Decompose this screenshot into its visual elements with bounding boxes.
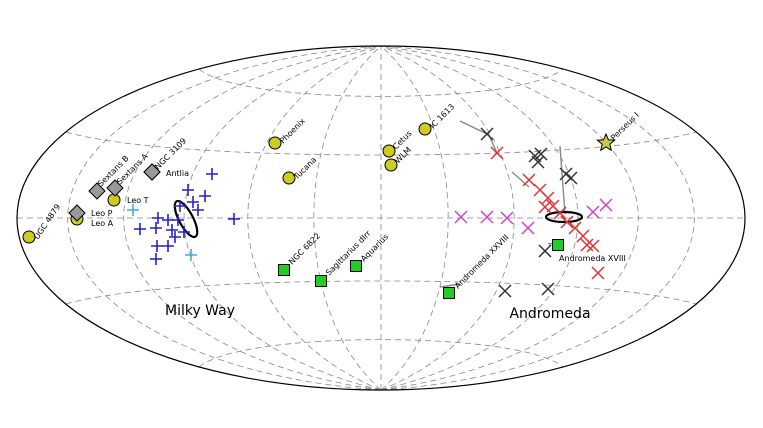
data-point-cross [586,239,600,253]
galaxy-ellipses [173,199,584,239]
data-point-circle [384,158,398,172]
data-point-circle [418,122,432,136]
point-label: NGC 6822 [287,231,322,266]
data-point-plus [127,204,139,216]
data-point-square [552,239,564,251]
milky-way-ellipse [173,199,199,239]
data-point-circle [107,193,121,207]
grid-parallel [198,68,564,97]
data-point-plus [134,223,146,235]
data-point-cross [559,167,573,181]
data-point-plus [172,214,184,226]
point-label: UGC 4879 [32,202,62,241]
data-point-cross [541,191,555,205]
data-point-plus [162,240,174,252]
data-point-diamond [88,182,106,200]
point-label: Leo T [127,196,149,205]
data-point-cross [500,211,514,225]
data-point-plus [228,213,240,225]
grid-meridian [123,45,382,391]
grid-meridian [67,45,382,391]
data-point-square [443,287,455,299]
data-point-plus [187,196,199,208]
point-label: Phoenix [278,116,307,145]
data-point-cross [534,147,548,161]
data-point-plus [166,224,178,236]
data-point-plus [152,212,164,224]
andromeda-label: Andromeda [509,306,590,322]
data-point-cross [541,282,555,296]
data-point-cross [454,210,468,224]
data-marks [22,122,616,299]
point-label: Antlia [166,169,189,178]
grid-meridian [313,45,382,391]
data-point-diamond [68,204,86,222]
point-label: Andromeda XXVIII [453,233,511,291]
data-point-cross [553,206,567,220]
data-point-star [596,132,616,152]
data-point-cross [521,221,535,235]
connector-line [439,283,461,288]
region-labels: Milky Way Andromeda [165,303,591,322]
projection-grid [17,45,745,391]
data-point-plus [199,190,211,202]
point-label: Andromeda XVIII [559,254,626,263]
connector-line [511,171,530,188]
data-point-cross [480,127,494,141]
data-point-plus [192,204,204,216]
data-point-plus [206,168,218,180]
connector-line [559,145,566,215]
data-point-cross [522,173,536,187]
data-point-plus [182,184,194,196]
data-point-circle [282,171,296,185]
point-label: Tucana [291,155,318,182]
data-point-cross [531,155,545,169]
point-label: Leo P [91,209,113,218]
point-label: NGC 3109 [153,136,188,171]
data-point-circle [22,230,36,244]
point-label: Leo A [91,219,114,228]
data-point-plus [185,249,197,261]
andromeda-ellipse [544,210,584,224]
data-point-circle [268,136,282,150]
projection-outline [16,45,746,391]
data-point-plus [151,240,163,252]
data-point-plus [178,226,190,238]
connector-lines [439,120,566,288]
data-point-plus [174,200,186,212]
data-point-cross [498,284,512,298]
grid-parallel [198,339,564,368]
data-point-cross [480,210,494,224]
data-point-plus [150,253,162,265]
milky-way-label: Milky Way [165,303,235,319]
data-point-diamond [143,163,161,181]
data-point-square [315,275,327,287]
data-point-cross [586,205,600,219]
data-point-cross [490,146,504,160]
data-point-circle [382,144,396,158]
data-point-cross [591,266,605,280]
point-label: Cetus [391,129,414,152]
grid-parallel [65,280,697,305]
data-point-plus [150,222,162,234]
data-point-cross [538,244,552,258]
data-point-diamond [106,179,124,197]
data-point-plus [169,231,181,243]
data-point-square [278,264,290,276]
data-point-cross [560,215,574,229]
data-point-cross [599,198,613,212]
data-point-square [350,260,362,272]
connector-line [459,120,488,135]
point-label: IC 1613 [428,102,456,130]
